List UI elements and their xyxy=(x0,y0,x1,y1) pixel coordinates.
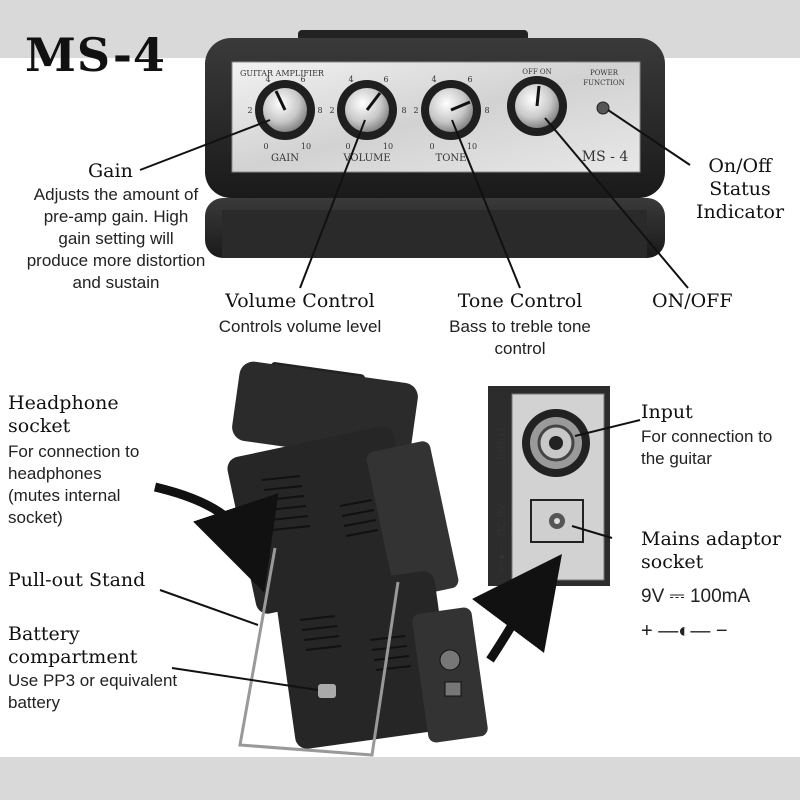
power-function-line2: FUNCTION xyxy=(583,79,625,87)
bottom-band xyxy=(0,757,800,800)
zoom-arrow xyxy=(472,553,562,663)
jack-dc-label: DC 9V xyxy=(496,503,508,536)
tone-leader xyxy=(451,119,521,289)
tone-max: 10 xyxy=(467,142,477,151)
tone-min: 0 xyxy=(429,142,434,151)
tone-knob xyxy=(421,80,481,140)
battery-leader xyxy=(171,667,319,691)
battery-title: Battery compartment xyxy=(8,623,138,668)
gain-leader xyxy=(139,119,271,171)
indicator-leader xyxy=(607,109,691,166)
amp-back xyxy=(227,361,488,749)
volume-knob xyxy=(337,80,397,140)
mains-polarity: + —◐— − xyxy=(641,620,728,642)
gain-scale-4: 4 xyxy=(265,75,270,84)
gain-knob xyxy=(255,80,315,140)
panel-model: MS - 4 xyxy=(582,149,629,165)
gain-scale-2: 2 xyxy=(247,106,252,115)
volume-scale-6: 6 xyxy=(383,75,388,84)
pull-out-stand xyxy=(238,547,400,757)
input-title: Input xyxy=(641,401,693,423)
mains-spec: 9V ⎓ 100mA xyxy=(641,586,751,607)
input-leader xyxy=(574,419,641,437)
volume-max: 10 xyxy=(383,142,393,151)
panel-header: GUITAR AMPLIFIER xyxy=(240,69,325,78)
stand-leader xyxy=(159,589,259,626)
input-desc: For connection to the guitar xyxy=(641,427,773,468)
battery-desc: Use PP3 or equivalent battery xyxy=(8,671,178,712)
gain-scale-8: 8 xyxy=(317,106,322,115)
amp-head xyxy=(205,30,665,258)
volume-leader xyxy=(299,119,366,289)
volume-knob-label: VOLUME xyxy=(342,153,390,164)
power-knob xyxy=(507,76,567,136)
jack-polarity-mark: +−●− xyxy=(496,547,508,573)
headphone-title: Headphone socket xyxy=(8,392,119,437)
indicator-title: On/Off Status Indicator xyxy=(695,155,785,223)
jack-input-label: INPUT xyxy=(496,426,508,459)
tone-knob-label: TONE xyxy=(436,153,467,164)
gain-max: 10 xyxy=(301,142,311,151)
onoff-leader xyxy=(544,117,689,289)
page-title: MS-4 xyxy=(25,28,166,82)
tone-scale-6: 6 xyxy=(467,75,472,84)
gain-knob-label: GAIN xyxy=(271,153,299,164)
headphone-desc: For connection to headphones (mutes inte… xyxy=(8,442,140,527)
off-on-label: OFF ON xyxy=(522,68,552,76)
jack-panel xyxy=(488,386,610,586)
volume-title: Volume Control xyxy=(225,290,375,312)
power-function-line1: POWER xyxy=(590,69,619,77)
gain-scale-6: 6 xyxy=(300,75,305,84)
gain-min: 0 xyxy=(263,142,268,151)
volume-scale-2: 2 xyxy=(329,106,334,115)
headphone-arrow xyxy=(153,482,279,593)
status-led xyxy=(596,101,610,115)
tone-desc: Bass to treble tone control xyxy=(449,317,591,358)
gain-title: Gain xyxy=(88,160,133,182)
tone-title: Tone Control xyxy=(457,290,583,312)
volume-scale-4: 4 xyxy=(348,75,353,84)
volume-desc: Controls volume level xyxy=(218,317,382,336)
tone-scale-8: 8 xyxy=(484,106,489,115)
tone-scale-2: 2 xyxy=(413,106,418,115)
volume-scale-8: 8 xyxy=(401,106,406,115)
mains-leader xyxy=(571,525,613,539)
mains-title: Mains adaptor socket xyxy=(641,528,782,573)
volume-min: 0 xyxy=(345,142,350,151)
stand-title: Pull-out Stand xyxy=(8,569,146,591)
onoff-title: ON/OFF xyxy=(652,290,733,312)
tone-scale-4: 4 xyxy=(431,75,436,84)
gain-desc: Adjusts the amount of pre-amp gain. High… xyxy=(26,185,206,292)
